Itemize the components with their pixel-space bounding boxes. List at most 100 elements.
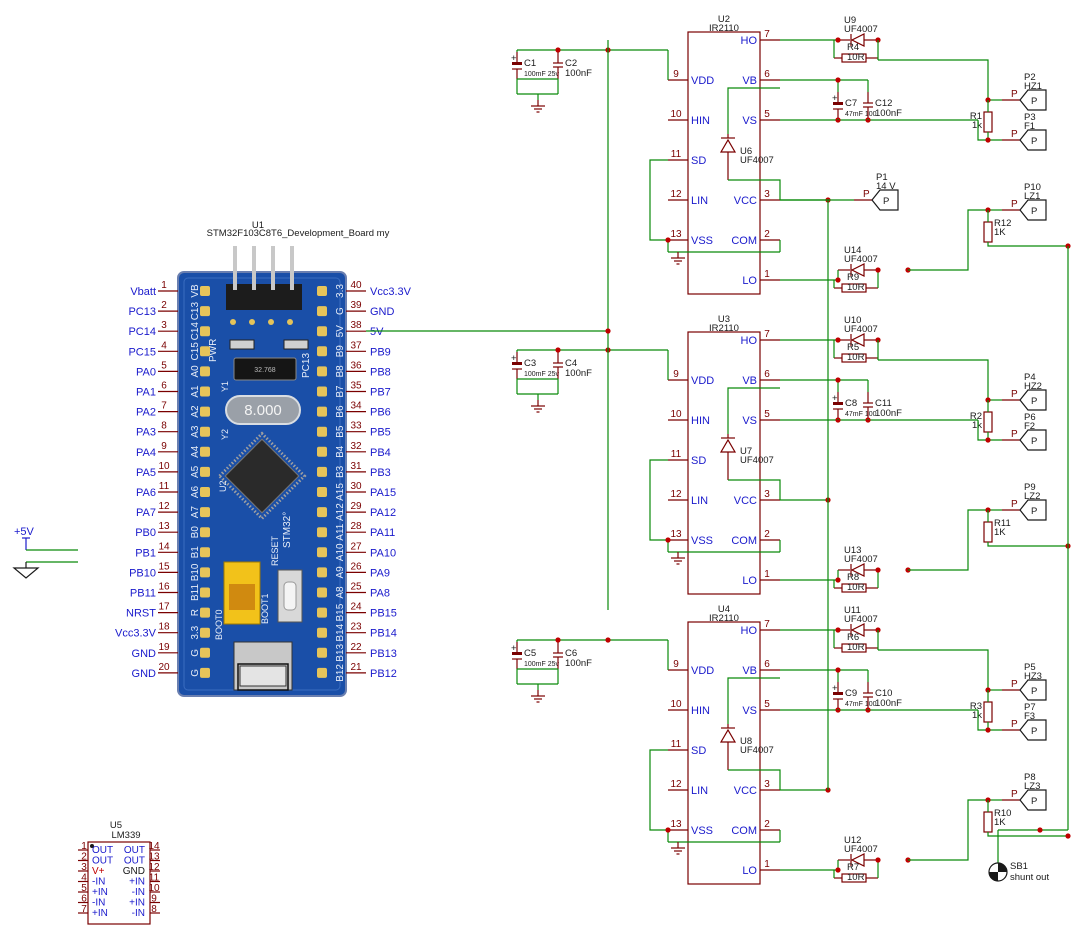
driver-pin-number: 2: [764, 229, 770, 240]
driver-pin-name: HIN: [691, 705, 710, 717]
driver-pin-name: VDD: [691, 75, 714, 87]
board-pad: [200, 507, 210, 518]
diode-value: UF4007: [740, 745, 774, 756]
resistor-value: 10R: [847, 872, 865, 883]
board-pad: [317, 487, 327, 497]
board-pad: [317, 567, 327, 578]
mcu-pin-number: 26: [350, 561, 362, 572]
driver-pin-name: VSS: [691, 825, 713, 837]
wire: [908, 799, 988, 861]
port-pin-label: P: [1031, 796, 1037, 807]
resistor-ref: R11: [994, 518, 1011, 529]
board-silk-right: A10: [335, 543, 346, 561]
mcu-pin-number: 10: [158, 461, 170, 472]
board-pad: [200, 366, 210, 377]
capacitor-ref: C2: [565, 58, 577, 69]
mcu-pin-name: PA4: [136, 447, 156, 459]
board-silk-left: 3.3: [190, 625, 201, 639]
resistor-value: 1K: [994, 817, 1006, 828]
board-silk-right: G: [335, 307, 346, 315]
junction-dot: [555, 347, 561, 353]
port-pin-number: P: [1011, 129, 1018, 140]
mcu-pin-name: PB8: [370, 366, 391, 378]
board-silk-left: A4: [190, 445, 201, 458]
ground-icon: [671, 842, 685, 855]
mcu-pin-number: 2: [161, 300, 167, 311]
board-pad: [200, 627, 210, 638]
mcu-pin-number: 14: [158, 541, 170, 552]
mcu-pin-number: 20: [158, 662, 170, 673]
wire: [649, 159, 668, 241]
port-ref: P8: [1024, 772, 1036, 783]
board-pad: [317, 587, 327, 598]
junction-dot: [605, 328, 611, 334]
mcu-pin-name: PA11: [370, 527, 395, 539]
svg-text:+: +: [832, 393, 838, 404]
board-silk-right: A11: [335, 523, 346, 540]
junction-dot: [665, 237, 671, 243]
board-pad: [200, 326, 210, 337]
mcu-pin-name: PB5: [370, 427, 391, 439]
board-silk-right: B7: [335, 385, 346, 398]
mcu-pin-number: 33: [350, 421, 362, 432]
mcu-pin-name: PA8: [370, 588, 390, 600]
port-icon: [1019, 389, 1047, 411]
board-silk-left: A6: [190, 485, 201, 498]
resistor-value: 1k: [972, 420, 982, 431]
mcu-pin-number: 37: [350, 340, 362, 351]
mcu-pin-number: 22: [350, 642, 362, 653]
boot1-silk: BOOT1: [260, 593, 270, 624]
junction-dot: [835, 627, 841, 633]
driver-pin-number: 12: [670, 779, 682, 790]
u5-pin-number: 13: [148, 852, 160, 863]
port-ref: P5: [1024, 662, 1036, 673]
driver-pin-number: 1: [764, 859, 770, 870]
mcu-pin-name: Vcc3.3V: [370, 286, 412, 298]
wire: [649, 459, 668, 541]
board-pad: [200, 286, 210, 296]
mcu-pin-number: 25: [350, 582, 362, 593]
driver-pin-number: 13: [670, 229, 682, 240]
board-pad: [317, 286, 327, 296]
mcu-pin-number: 30: [350, 481, 362, 492]
driver-pin-name: SD: [691, 455, 706, 467]
driver-pin-number: 5: [764, 109, 770, 120]
board-pad: [200, 647, 210, 658]
driver-pin-name: HO: [741, 625, 758, 637]
board-pad: [200, 547, 210, 558]
board-pad: [200, 667, 210, 678]
junction-dot: [555, 637, 561, 643]
board-silk-left: A3: [190, 425, 201, 438]
wire: [878, 359, 989, 400]
u5-pin-name: -IN: [92, 898, 105, 909]
diode-value: UF4007: [844, 844, 878, 855]
svg-text:+: +: [511, 353, 517, 364]
diode-value: UF4007: [844, 554, 878, 565]
driver-pin-name: COM: [731, 825, 757, 837]
driver-value: IR2110: [709, 323, 739, 334]
driver-pin-number: 10: [670, 409, 682, 420]
ground-icon: [671, 252, 685, 265]
capacitor-value: 100mF 25v: [524, 371, 560, 378]
board-silk-right: B14: [335, 623, 346, 641]
capacitor-ref: C1: [524, 58, 536, 69]
board-pad: [317, 386, 327, 397]
port-icon: [1019, 499, 1047, 521]
resistor-ref: R3: [970, 701, 982, 712]
capacitor-ref: C3: [524, 358, 536, 369]
board-silk-left: A0: [190, 365, 201, 378]
port-ref: P2: [1024, 72, 1036, 83]
junction-dot: [835, 37, 841, 43]
board-silk-right: A15: [335, 483, 346, 501]
y2-silk: Y2: [220, 429, 230, 440]
board-pad: [200, 487, 210, 497]
wire: [908, 209, 988, 271]
mcu-pin-name: Vbatt: [130, 286, 156, 298]
wire: [977, 120, 1002, 141]
